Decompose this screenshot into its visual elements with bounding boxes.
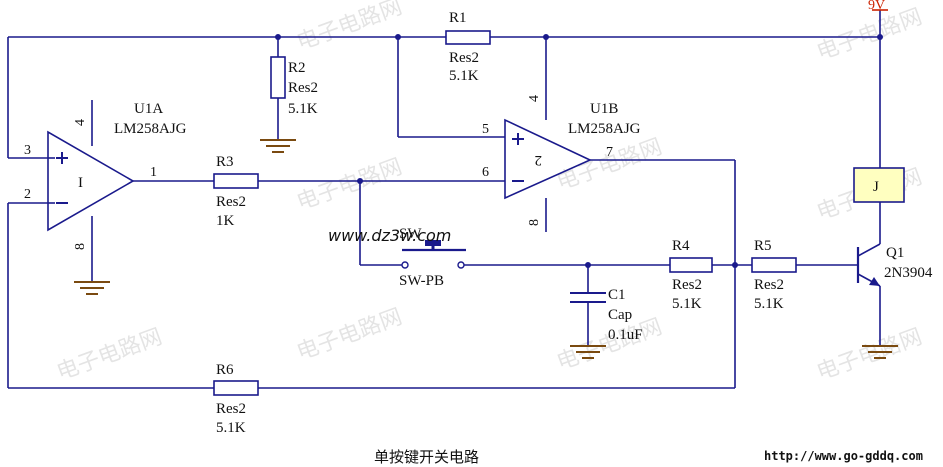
diagram-caption: 单按键开关电路 <box>374 448 479 466</box>
ground-symbol-r2 <box>260 139 296 153</box>
u1a-pin-minus: 2 <box>24 187 31 202</box>
u1b-pin-vcc: 4 <box>527 95 542 102</box>
r1-designator: R1 <box>449 10 467 26</box>
watermark-url: www.dz3w.com <box>328 226 451 245</box>
u1b-designator: U1B <box>590 101 618 117</box>
u1b-pin-plus: 5 <box>482 122 489 137</box>
resistor-r2: R2 Res2 5.1K <box>260 56 318 153</box>
ground-symbol-q1 <box>862 345 898 359</box>
switch-part: SW-PB <box>399 273 444 289</box>
u1a-part: LM258AJG <box>114 121 187 137</box>
supply-9v: 9V <box>868 0 888 13</box>
transistor-q1: Q1 2N3904 <box>856 243 933 359</box>
u1b-pin-gnd: 8 <box>527 219 542 226</box>
r2-type: Res2 <box>288 80 318 96</box>
r6-designator: R6 <box>216 362 234 378</box>
svg-text:电子电路网: 电子电路网 <box>294 155 406 216</box>
relay-label: J <box>873 179 879 195</box>
r5-value: 5.1K <box>754 296 784 312</box>
r3-type: Res2 <box>216 194 246 210</box>
switch-designator: SW <box>399 226 422 242</box>
supply-label: 9V <box>868 0 885 13</box>
u1b-unit-mark: 2 <box>535 152 543 168</box>
r1-value: 5.1K <box>449 68 479 84</box>
r4-designator: R4 <box>672 238 690 254</box>
r6-type: Res2 <box>216 401 246 417</box>
relay-coil: J <box>853 167 905 203</box>
u1b-part: LM258AJG <box>568 121 641 137</box>
capacitor-c1: C1 Cap 0.1uF <box>570 287 643 359</box>
u1a-pin-out: 1 <box>150 165 157 180</box>
c1-type: Cap <box>608 307 632 323</box>
svg-text:电子电路网: 电子电路网 <box>294 0 406 56</box>
u1a-designator: U1A <box>134 101 163 117</box>
wires <box>7 10 881 389</box>
resistor-r3: R3 Res2 1K <box>213 154 259 229</box>
pushbutton-switch: SW SW-PB www.dz3w.com <box>328 226 466 289</box>
svg-text:电子电路网: 电子电路网 <box>814 325 926 386</box>
r3-designator: R3 <box>216 154 234 170</box>
u1a-pin-gnd: 8 <box>73 243 88 250</box>
r6-value: 5.1K <box>216 420 246 436</box>
resistor-r1: R1 Res2 5.1K <box>445 10 491 84</box>
resistor-r6: R6 Res2 5.1K <box>213 362 259 436</box>
q1-designator: Q1 <box>886 245 904 261</box>
u1b-pin-out: 7 <box>606 145 613 160</box>
u1b-pin-minus: 6 <box>482 165 489 180</box>
r5-designator: R5 <box>754 238 772 254</box>
r2-value: 5.1K <box>288 101 318 117</box>
u1a-pin-plus: 3 <box>24 143 31 158</box>
source-url: http://www.go-gddq.com <box>764 449 923 463</box>
r1-type: Res2 <box>449 50 479 66</box>
opamp-u1b: 2 5 6 7 4 8 U1B LM258AJG <box>482 95 641 226</box>
resistor-r5: R5 Res2 5.1K <box>751 238 797 312</box>
junctions <box>275 34 883 268</box>
svg-text:电子电路网: 电子电路网 <box>294 305 406 366</box>
r2-designator: R2 <box>288 60 306 76</box>
u1a-pin-vcc: 4 <box>73 119 88 126</box>
u1a-unit-mark: I <box>78 175 83 191</box>
svg-text:电子电路网: 电子电路网 <box>554 135 666 196</box>
c1-designator: C1 <box>608 287 626 303</box>
r3-value: 1K <box>216 213 235 229</box>
ground-symbol-c1 <box>570 345 606 359</box>
svg-text:电子电路网: 电子电路网 <box>54 325 166 386</box>
watermark-layer: 电子电路网 电子电路网 电子电路网 电子电路网 电子电路网 电子电路网 电子电路… <box>54 0 926 386</box>
opamp-u1a: I 3 2 1 4 8 U1A LM258AJG <box>24 101 187 295</box>
r5-type: Res2 <box>754 277 784 293</box>
q1-part: 2N3904 <box>884 265 933 281</box>
r4-value: 5.1K <box>672 296 702 312</box>
resistor-r4: R4 Res2 5.1K <box>669 238 713 312</box>
c1-value: 0.1uF <box>608 327 643 343</box>
svg-text:电子电路网: 电子电路网 <box>814 5 926 66</box>
r4-type: Res2 <box>672 277 702 293</box>
ground-symbol-u1a <box>74 281 110 295</box>
